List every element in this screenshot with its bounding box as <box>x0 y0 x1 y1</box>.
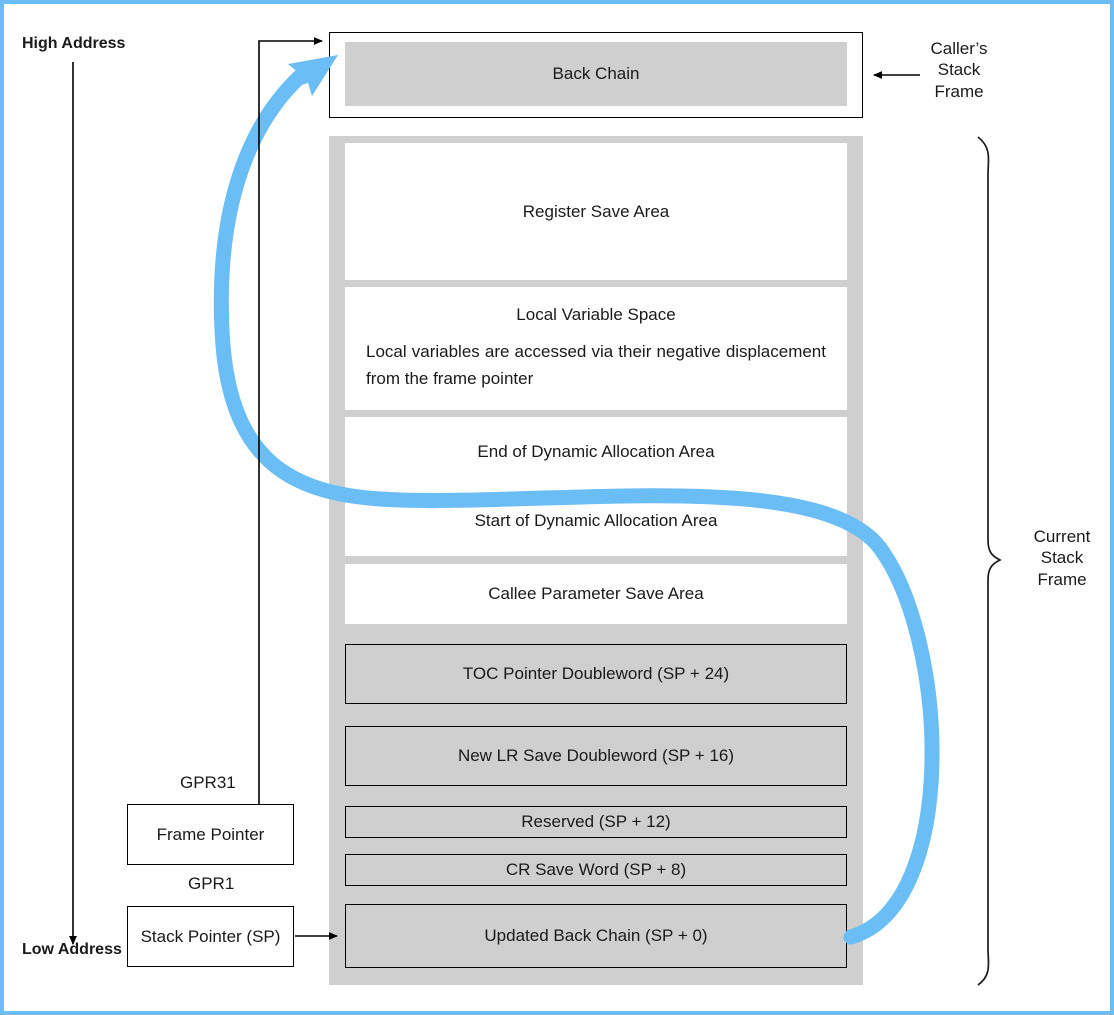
current-stack-frame-container: Register Save Area Local Variable Space … <box>329 136 863 985</box>
cell-dynamic-allocation-area: End of Dynamic Allocation Area Start of … <box>345 417 847 556</box>
cell-new-lr-save-doubleword: New LR Save Doubleword (SP + 16) <box>345 726 847 786</box>
cell-start-of-dynamic-allocation-area: Start of Dynamic Allocation Area <box>474 511 718 531</box>
low-address-label: Low Address <box>22 941 122 958</box>
cell-register-save-area: Register Save Area <box>345 143 847 280</box>
callers-frame-line-2: Stack <box>937 60 981 80</box>
current-frame-line-3: Frame <box>1037 569 1087 589</box>
cell-back-chain: Back Chain <box>345 42 847 106</box>
callers-frame-line-1: Caller’s <box>930 39 988 58</box>
register-label-gpr31: GPR31 <box>180 773 236 792</box>
callers-frame-line-3: Frame <box>934 81 984 101</box>
frame-pointer-leader <box>258 37 323 804</box>
high-address-label: High Address <box>22 35 126 52</box>
local-variable-space-body: Local variables are accessed via their n… <box>366 342 826 388</box>
frame-pointer-box: Frame Pointer <box>127 804 294 865</box>
current-frame-line-2: Stack <box>1040 548 1084 568</box>
current-frame-brace <box>977 136 1002 986</box>
cell-reserved: Reserved (SP + 12) <box>345 806 847 838</box>
current-frame-line-1: Current <box>1033 527 1091 546</box>
cell-toc-pointer-doubleword: TOC Pointer Doubleword (SP + 24) <box>345 644 847 704</box>
cell-callee-parameter-save-area: Callee Parameter Save Area <box>345 564 847 624</box>
local-variable-space-title: Local Variable Space <box>516 305 676 325</box>
stack-pointer-box: Stack Pointer (SP) <box>127 906 294 967</box>
cell-local-variable-space: Local Variable Space Local variables are… <box>345 287 847 410</box>
callers-stack-frame-label: Caller’s Stack Frame <box>918 38 1000 102</box>
current-stack-frame-label: Current Stack Frame <box>1018 526 1106 590</box>
cell-cr-save-word: CR Save Word (SP + 8) <box>345 854 847 886</box>
cell-end-of-dynamic-allocation-area: End of Dynamic Allocation Area <box>477 441 715 461</box>
register-label-gpr1: GPR1 <box>188 874 235 893</box>
cell-updated-back-chain: Updated Back Chain (SP + 0) <box>345 904 847 968</box>
